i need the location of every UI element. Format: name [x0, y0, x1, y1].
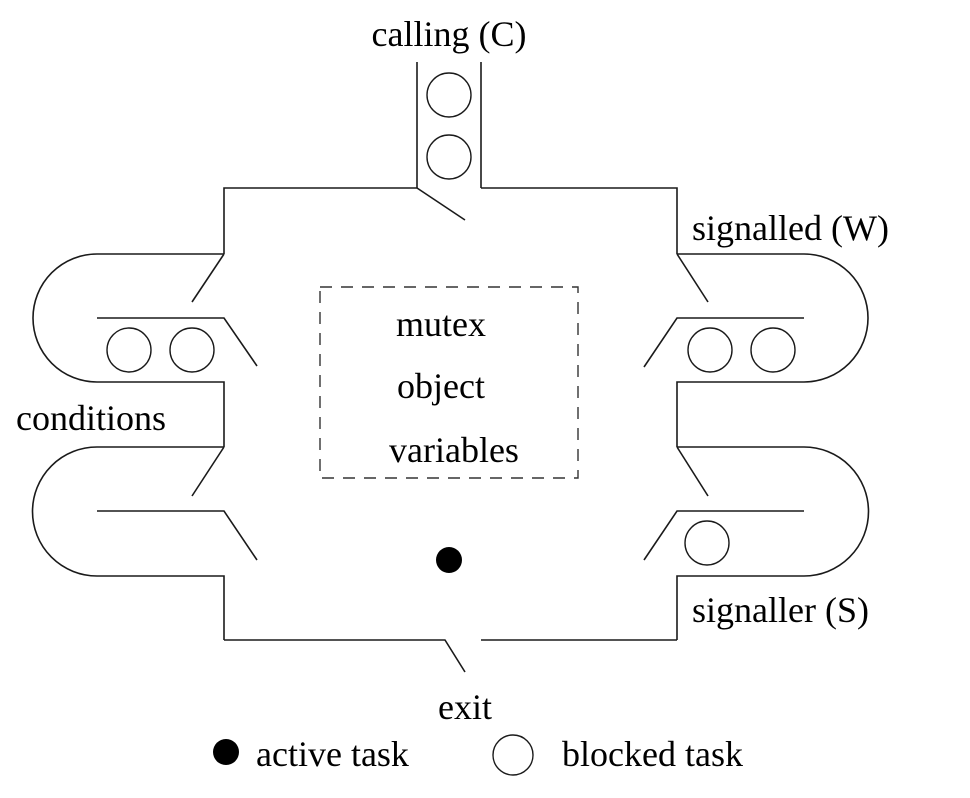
legend-blocked-label: blocked task [562, 734, 743, 774]
blocked-task-calling-2 [426, 134, 472, 180]
blocked-task-condition-2 [169, 327, 215, 373]
active-task [436, 547, 462, 573]
signalled-queue [643, 253, 869, 447]
legend-blocked-icon [492, 734, 534, 776]
label-signaller: signaller (S) [692, 590, 869, 630]
label-calling: calling (C) [372, 14, 527, 54]
blocked-task-calling-1 [426, 72, 472, 118]
legend-active-icon [213, 739, 239, 765]
blocked-task-signalled-2 [750, 327, 796, 373]
label-exit: exit [438, 687, 492, 727]
monitor-wall-top-right [481, 187, 678, 254]
signaller-queue [643, 446, 870, 640]
blocked-task-signaller-1 [684, 520, 730, 566]
calling-queue [416, 62, 482, 221]
condition-queue-lower [31, 446, 258, 640]
monitor-content-object: object [397, 366, 485, 406]
legend: active task blocked task [213, 734, 743, 776]
monitor-data-box [319, 286, 579, 479]
monitor-content-variables: variables [389, 430, 519, 470]
condition-queue-upper [32, 253, 258, 447]
label-conditions: conditions [16, 398, 166, 438]
blocked-task-condition-1 [106, 327, 152, 373]
label-signalled: signalled (W) [692, 208, 889, 248]
legend-active-label: active task [256, 734, 409, 774]
monitor-wall-top-left [223, 187, 417, 254]
calling-entry-gate [416, 187, 466, 221]
monitor-content-mutex: mutex [396, 304, 486, 344]
monitor-wall-bottom-left [224, 639, 466, 673]
blocked-task-signalled-1 [687, 327, 733, 373]
